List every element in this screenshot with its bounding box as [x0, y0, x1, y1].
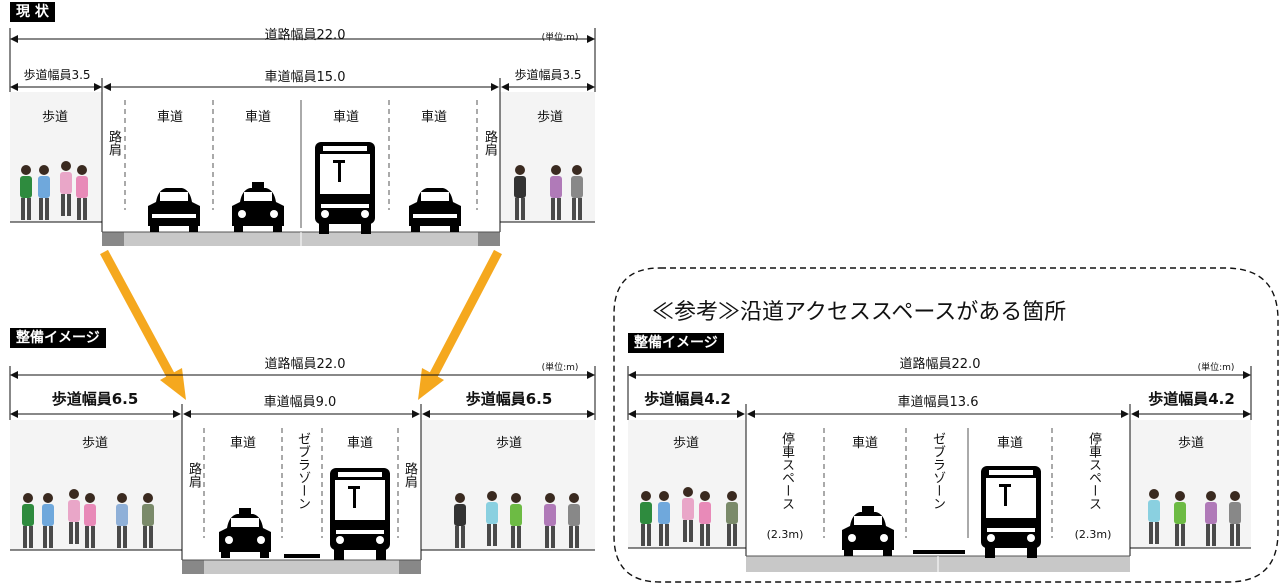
- current-shoulder-right-label: 路肩: [482, 130, 497, 156]
- reference-title: ≪参考≫沿道アクセススペースがある箇所: [652, 300, 1067, 325]
- plan-shoulder-left-label: 路肩: [186, 462, 201, 488]
- plan-badge: 整備イメージ: [10, 328, 106, 348]
- current-badge: 現 状: [10, 2, 55, 22]
- reference-dashed-frame: [613, 267, 1279, 583]
- current-sidewalk-left-label: 歩道: [41, 110, 68, 125]
- plan-unit: (単位:m): [541, 363, 579, 373]
- plan-sidewalk-right-label: 歩道: [495, 436, 522, 451]
- current-sidewalk-right-label: 歩道: [536, 110, 563, 125]
- plan-road-width: 道路幅員22.0: [264, 357, 346, 372]
- reference-badge: 整備イメージ: [628, 333, 724, 353]
- current-unit: (単位:m): [541, 33, 579, 43]
- current-road-surface: [10, 92, 595, 246]
- plan-road-surface: [10, 420, 595, 574]
- reference-stop-space-right-label: 停車スペース: [1086, 432, 1101, 510]
- current-sidewalk-right-width: 歩道幅員3.5: [514, 68, 582, 82]
- current-shoulder-left-label: 路肩: [106, 130, 121, 156]
- transition-arrows: [100, 249, 502, 400]
- reference-sidewalk-left-label: 歩道: [672, 436, 699, 451]
- plan-sidewalk-right-width: 歩道幅員6.5: [465, 390, 553, 408]
- current-roadway-width: 車道幅員15.0: [264, 70, 346, 85]
- plan-dimension-lines: [9, 366, 596, 420]
- plan-sidewalk-left-label: 歩道: [81, 436, 108, 451]
- reference-stop-width-right: (2.3m): [1074, 528, 1112, 541]
- current-lane-1-label: 車道: [156, 110, 183, 125]
- plan-lane-1-label: 車道: [229, 436, 256, 451]
- reference-sidewalk-left-width: 歩道幅員4.2: [644, 390, 731, 408]
- reference-sidewalk-right-width: 歩道幅員4.2: [1148, 390, 1235, 408]
- reference-lane-1-label: 車道: [851, 436, 878, 451]
- current-lane-2-label: 車道: [244, 110, 271, 125]
- current-sidewalk-left-width: 歩道幅員3.5: [23, 68, 91, 82]
- reference-sidewalk-right-label: 歩道: [1177, 436, 1204, 451]
- plan-roadway-width: 車道幅員9.0: [263, 395, 337, 410]
- reference-zebra-label: ゼブラゾーン: [930, 432, 945, 510]
- current-dimension-lines: [9, 28, 596, 92]
- current-lane-4-label: 車道: [420, 110, 447, 125]
- reference-stop-space-left-label: 停車スペース: [779, 432, 794, 510]
- reference-unit: (単位:m): [1197, 363, 1235, 373]
- reference-roadway-width: 車道幅員13.6: [897, 395, 979, 410]
- reference-stop-width-left: (2.3m): [766, 528, 804, 541]
- reference-dimension-lines: [627, 366, 1252, 420]
- current-road-width: 道路幅員22.0: [264, 28, 346, 43]
- plan-zebra-label: ゼブラゾーン: [295, 432, 310, 510]
- plan-sidewalk-left-width: 歩道幅員6.5: [51, 390, 139, 408]
- current-vehicles: [148, 142, 461, 234]
- reference-road-width: 道路幅員22.0: [899, 357, 981, 372]
- reference-lane-2-label: 車道: [996, 436, 1023, 451]
- current-lane-3-label: 車道: [332, 110, 359, 125]
- plan-lane-2-label: 車道: [346, 436, 373, 451]
- plan-shoulder-right-label: 路肩: [402, 462, 417, 488]
